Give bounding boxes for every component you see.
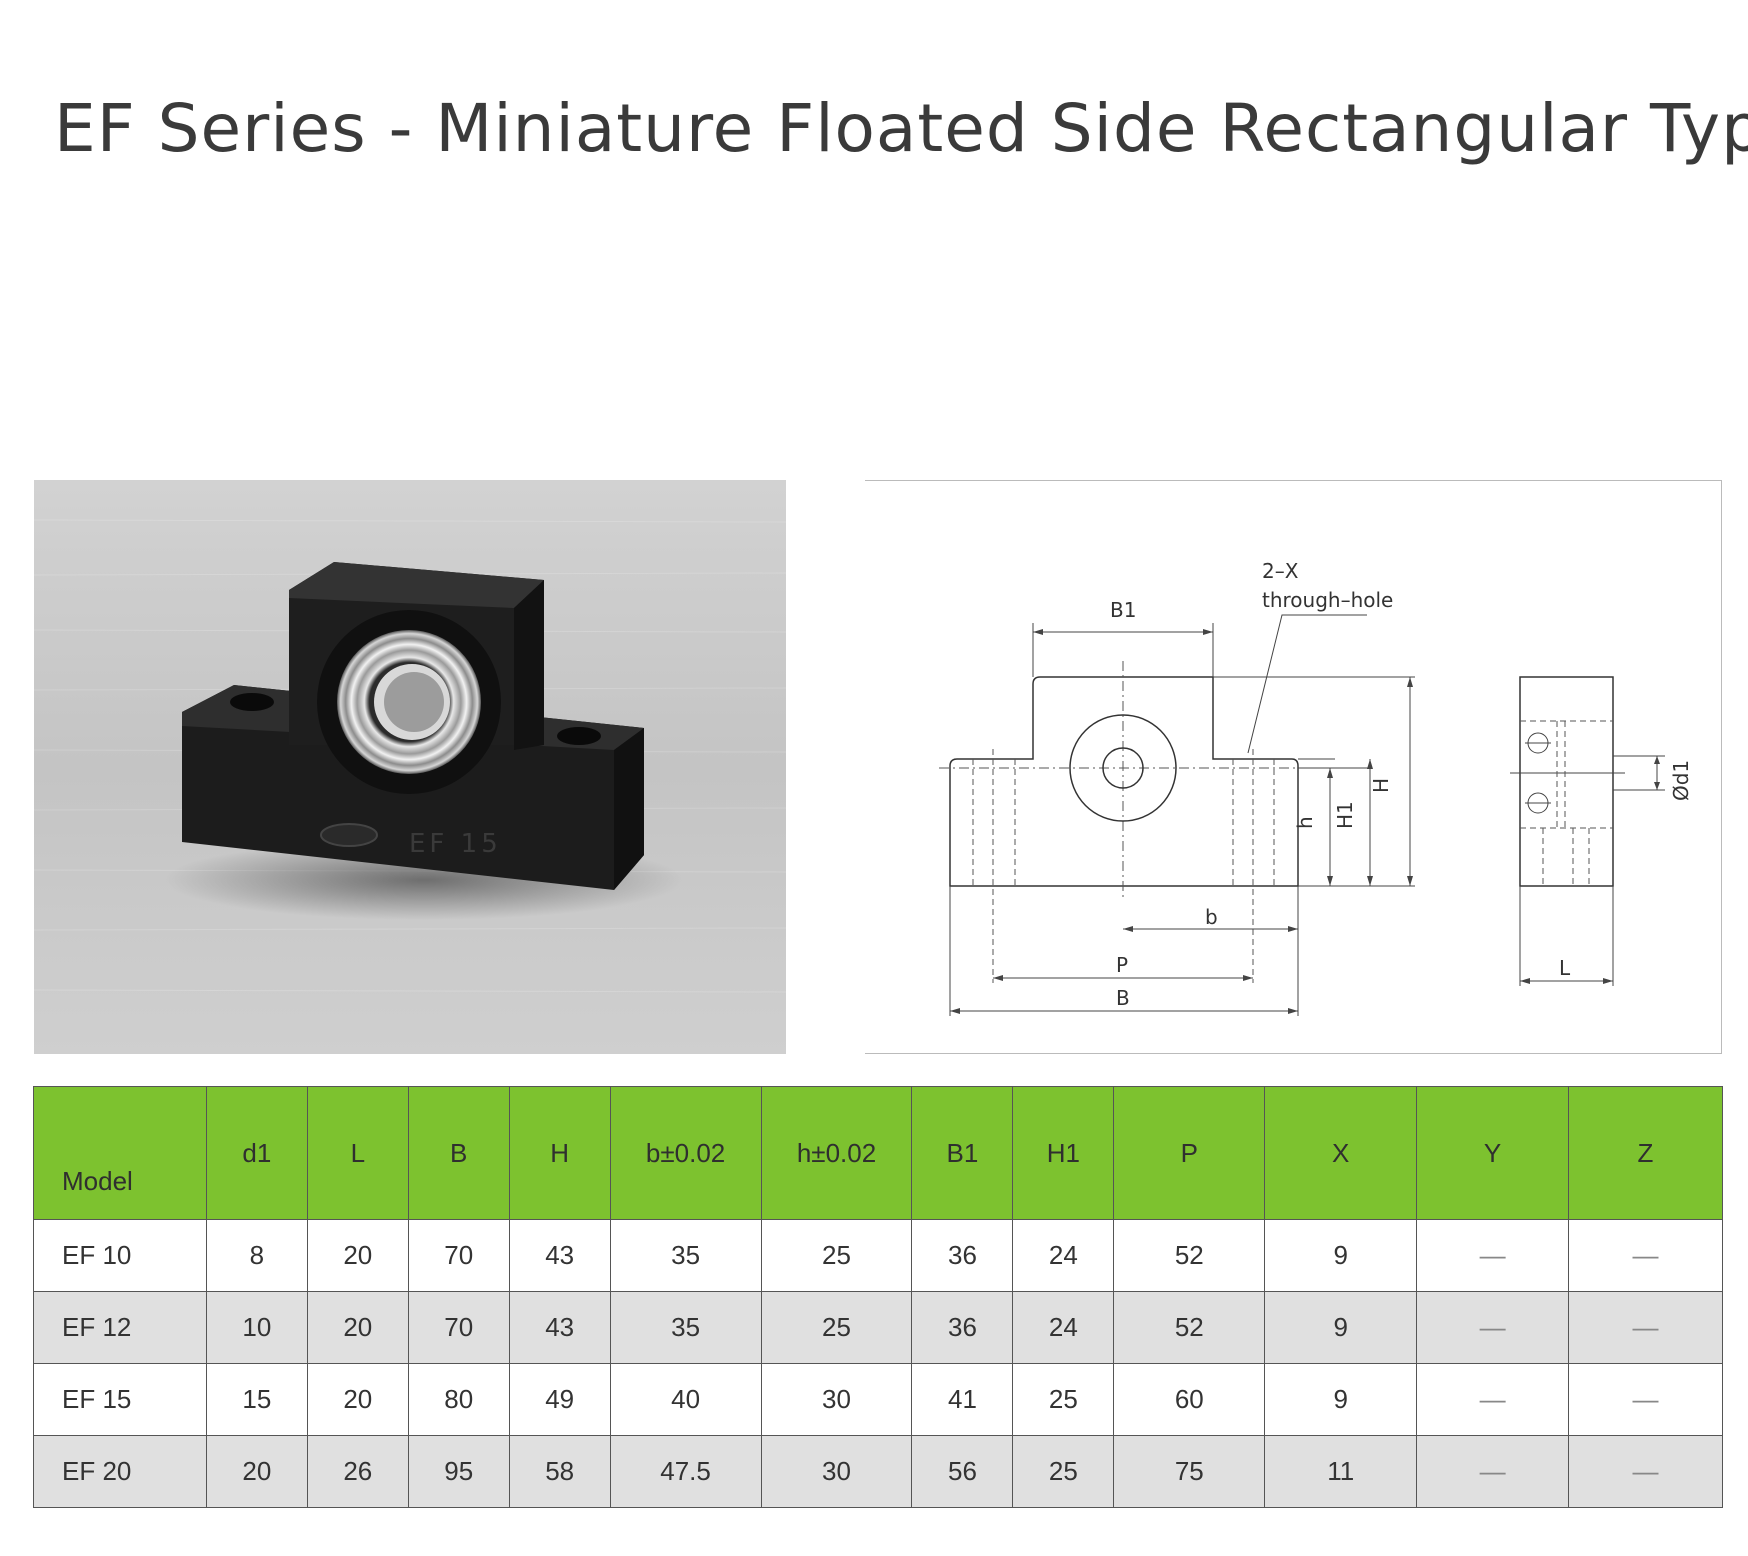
cell-h-upper: 58 bbox=[508, 1435, 611, 1508]
header-d1: d1 bbox=[205, 1086, 308, 1220]
cell-h-upper: 43 bbox=[508, 1219, 611, 1292]
cell-h1: 24 bbox=[1012, 1291, 1115, 1364]
cell-p: 52 bbox=[1113, 1291, 1266, 1364]
cell-h-upper: 43 bbox=[508, 1291, 611, 1364]
cell-z: — bbox=[1568, 1363, 1723, 1436]
cell-h-lower: 30 bbox=[760, 1435, 913, 1508]
table-row: EF 12 10 20 70 43 35 25 36 24 52 9 — — bbox=[33, 1291, 1723, 1364]
header-x: X bbox=[1264, 1086, 1418, 1220]
cell-b-lower: 47.5 bbox=[609, 1435, 762, 1508]
cell-b1: 36 bbox=[911, 1291, 1014, 1364]
cell-l: 20 bbox=[306, 1291, 409, 1364]
block-mark-text: EF 15 bbox=[409, 829, 502, 859]
dim-label-h-upper: H bbox=[1369, 778, 1393, 793]
dim-label-b-lower: b bbox=[1205, 905, 1218, 929]
cell-y: — bbox=[1416, 1363, 1569, 1436]
cell-z: — bbox=[1568, 1291, 1723, 1364]
header-model: Model bbox=[33, 1086, 207, 1220]
cell-y: — bbox=[1416, 1219, 1569, 1292]
product-photo: EF 15 bbox=[34, 480, 786, 1054]
cell-model: EF 15 bbox=[33, 1363, 207, 1436]
dim-label-h1: H1 bbox=[1333, 801, 1357, 829]
cell-b-upper: 95 bbox=[407, 1435, 510, 1508]
cell-h-lower: 25 bbox=[760, 1219, 913, 1292]
dim-label-d1: Ød1 bbox=[1669, 760, 1693, 801]
cell-b1: 36 bbox=[911, 1219, 1014, 1292]
cell-model: EF 10 bbox=[33, 1219, 207, 1292]
cell-p: 60 bbox=[1113, 1363, 1266, 1436]
note-line1: 2–X bbox=[1262, 559, 1299, 583]
cell-y: — bbox=[1416, 1291, 1569, 1364]
page-title: EF Series - Miniature Floated Side Recta… bbox=[54, 90, 1748, 167]
cell-b-lower: 40 bbox=[609, 1363, 762, 1436]
cell-h-upper: 49 bbox=[508, 1363, 611, 1436]
dim-label-b1: B1 bbox=[1110, 598, 1136, 622]
table-row: EF 10 8 20 70 43 35 25 36 24 52 9 — — bbox=[33, 1219, 1723, 1292]
header-h-lower: h±0.02 bbox=[760, 1086, 913, 1220]
cell-d1: 8 bbox=[205, 1219, 308, 1292]
cell-z: — bbox=[1568, 1435, 1723, 1508]
dim-label-b-upper: B bbox=[1116, 986, 1130, 1010]
cell-x: 9 bbox=[1264, 1363, 1418, 1436]
table-row: EF 15 15 20 80 49 40 30 41 25 60 9 — — bbox=[33, 1363, 1723, 1436]
table-row: EF 20 20 26 95 58 47.5 30 56 25 75 11 — … bbox=[33, 1435, 1723, 1508]
cell-b-upper: 70 bbox=[407, 1291, 510, 1364]
cell-b-lower: 35 bbox=[609, 1219, 762, 1292]
cell-l: 20 bbox=[306, 1219, 409, 1292]
cell-b-lower: 35 bbox=[609, 1291, 762, 1364]
dim-label-h-lower: h bbox=[1293, 816, 1317, 829]
header-h-upper: H bbox=[508, 1086, 611, 1220]
cell-p: 52 bbox=[1113, 1219, 1266, 1292]
cell-p: 75 bbox=[1113, 1435, 1266, 1508]
header-b-upper: B bbox=[407, 1086, 510, 1220]
cell-d1: 10 bbox=[205, 1291, 308, 1364]
cell-x: 9 bbox=[1264, 1219, 1418, 1292]
cell-model: EF 20 bbox=[33, 1435, 207, 1508]
cell-h-lower: 30 bbox=[760, 1363, 913, 1436]
cell-l: 20 bbox=[306, 1363, 409, 1436]
header-p: P bbox=[1113, 1086, 1266, 1220]
header-l: L bbox=[306, 1086, 409, 1220]
cell-x: 9 bbox=[1264, 1291, 1418, 1364]
header-z: Z bbox=[1568, 1086, 1723, 1220]
cell-l: 26 bbox=[306, 1435, 409, 1508]
header-b-lower: b±0.02 bbox=[609, 1086, 762, 1220]
note-line2: through–hole bbox=[1262, 588, 1393, 612]
cell-b-upper: 80 bbox=[407, 1363, 510, 1436]
cell-b-upper: 70 bbox=[407, 1219, 510, 1292]
cell-b1: 41 bbox=[911, 1363, 1014, 1436]
cell-model: EF 12 bbox=[33, 1291, 207, 1364]
cell-h1: 25 bbox=[1012, 1435, 1115, 1508]
cell-d1: 20 bbox=[205, 1435, 308, 1508]
technical-drawing: B1 2–X through–hole H H1 h b P B L Ød1 bbox=[865, 480, 1722, 1054]
header-b1: B1 bbox=[911, 1086, 1014, 1220]
table-header-row: Model d1 L B H b±0.02 h±0.02 B1 H1 P X Y… bbox=[33, 1086, 1723, 1220]
cell-z: — bbox=[1568, 1219, 1723, 1292]
cell-h1: 25 bbox=[1012, 1363, 1115, 1436]
cell-x: 11 bbox=[1264, 1435, 1418, 1508]
cell-h1: 24 bbox=[1012, 1219, 1115, 1292]
cell-d1: 15 bbox=[205, 1363, 308, 1436]
header-h1: H1 bbox=[1012, 1086, 1115, 1220]
dim-label-p: P bbox=[1116, 953, 1128, 977]
cell-b1: 56 bbox=[911, 1435, 1014, 1508]
spec-table: Model d1 L B H b±0.02 h±0.02 B1 H1 P X Y… bbox=[33, 1086, 1723, 1508]
cell-y: — bbox=[1416, 1435, 1569, 1508]
dim-label-l: L bbox=[1559, 956, 1571, 980]
cell-h-lower: 25 bbox=[760, 1291, 913, 1364]
header-y: Y bbox=[1416, 1086, 1569, 1220]
bearing-block-illustration: EF 15 bbox=[34, 480, 786, 1054]
